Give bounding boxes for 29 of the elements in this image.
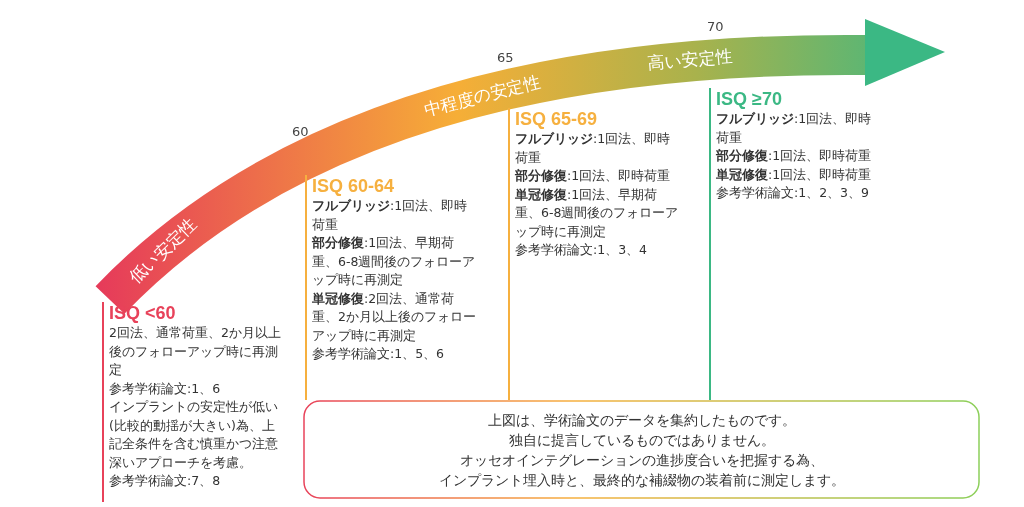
recommendation-text: フルブリッジ:1回法、即時荷重 [515, 130, 672, 167]
recommendation-text: 部分修復:1回法、早期荷重、6-8週間後のフォローアップ時に再測定 [312, 234, 477, 289]
recommendation-text: フルブリッジ:1回法、即時荷重 [716, 110, 873, 147]
recommendation-text: 単冠修復:1回法、早期荷重、6-8週間後のフォローアップ時に再測定 [515, 185, 680, 241]
note-text: 独自に提言しているものではありません。 [507, 431, 776, 450]
recommendation-text: 2回法、通常荷重、2か月以上後のフォローアップ時に再測定 [109, 324, 282, 379]
note-text: 上図は、学術論文のデータを集約したものです。 [486, 411, 797, 430]
isq-heading: ISQ ≥70 [716, 88, 782, 110]
stability-label: 高い安定性 [646, 44, 734, 76]
recommendation-text: 部分修復:1回法、即時荷重 [515, 167, 672, 185]
note-text: オッセオインテグレーションの進捗度合いを把握する為、 [458, 451, 825, 470]
recommendation-text: 参考学術論文:1、6 [109, 379, 222, 398]
isq-heading: ISQ 65-69 [515, 108, 598, 130]
note-box [303, 400, 980, 499]
recommendation-text: フルブリッジ:1回法、即時荷重 [312, 197, 469, 234]
recommendation-text: インプラントの安定性が低い(比較的動揺が大きい)為、上記全条件を含む慎重かつ注意深いアプローチを考慮。 [109, 398, 279, 472]
isq-heading: ISQ 60-64 [312, 175, 395, 197]
recommendation-text: 参考学術論文:1、3、4 [515, 241, 649, 259]
recommendation-text: 単冠修復:2回法、通常荷重、2か月以上後のフォローアップ時に再測定 [312, 289, 477, 345]
recommendation-text: 単冠修復:1回法、即時荷重 [716, 165, 873, 184]
tick-value: 65 [497, 50, 514, 65]
recommendation-text: 参考学術論文:1、2、3、9 [716, 184, 871, 202]
stability-label: 低い安定性 [124, 213, 202, 289]
recommendation-text: 参考学術論文:7、8 [109, 472, 222, 490]
recommendation-text: 参考学術論文:1、5、6 [312, 345, 446, 363]
note-text: インプラント埋入時と、最終的な補綴物の装着前に測定します。 [437, 471, 846, 490]
tick-value: 60 [292, 124, 309, 139]
tick-value: 70 [707, 19, 724, 34]
recommendation-text: 部分修復:1回法、即時荷重 [716, 147, 873, 165]
